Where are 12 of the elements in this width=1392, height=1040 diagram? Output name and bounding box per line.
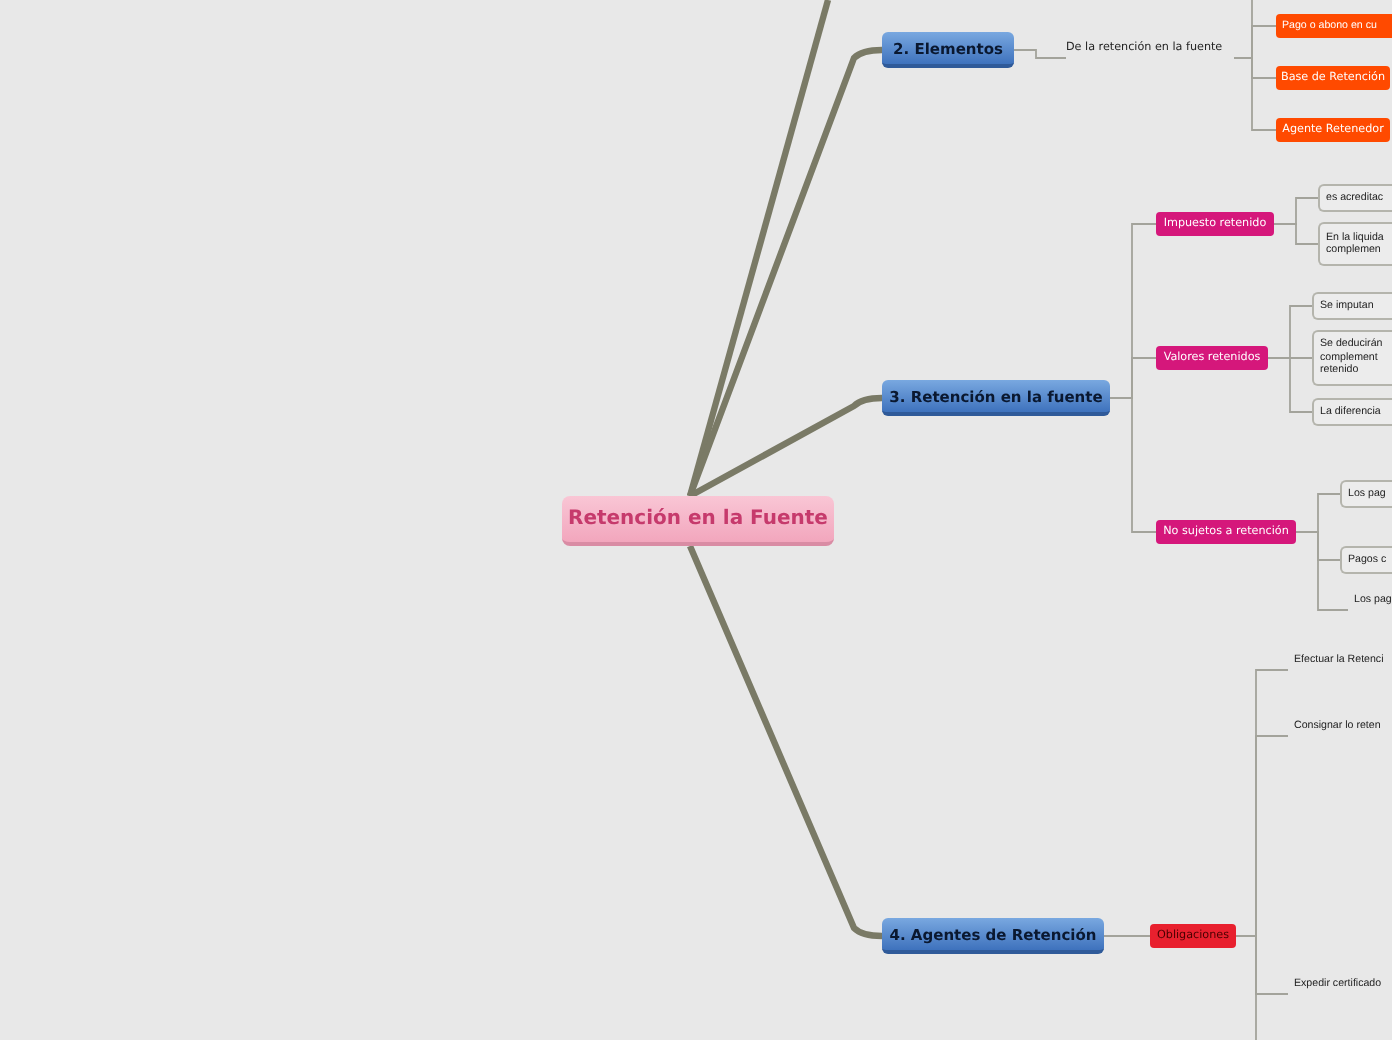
connector-line xyxy=(687,46,883,498)
connector-line xyxy=(1273,223,1319,245)
connector-line xyxy=(1235,935,1257,1040)
connector-line xyxy=(688,394,883,499)
connector-line xyxy=(1233,57,1277,131)
connector-line xyxy=(1013,49,1067,59)
connector-line xyxy=(1267,357,1313,413)
connector-line xyxy=(1109,397,1157,533)
connector-line xyxy=(1103,935,1151,937)
connector-line xyxy=(686,0,832,497)
central-topic: Retención en la Fuente xyxy=(562,496,834,546)
connector-line xyxy=(1295,531,1349,611)
